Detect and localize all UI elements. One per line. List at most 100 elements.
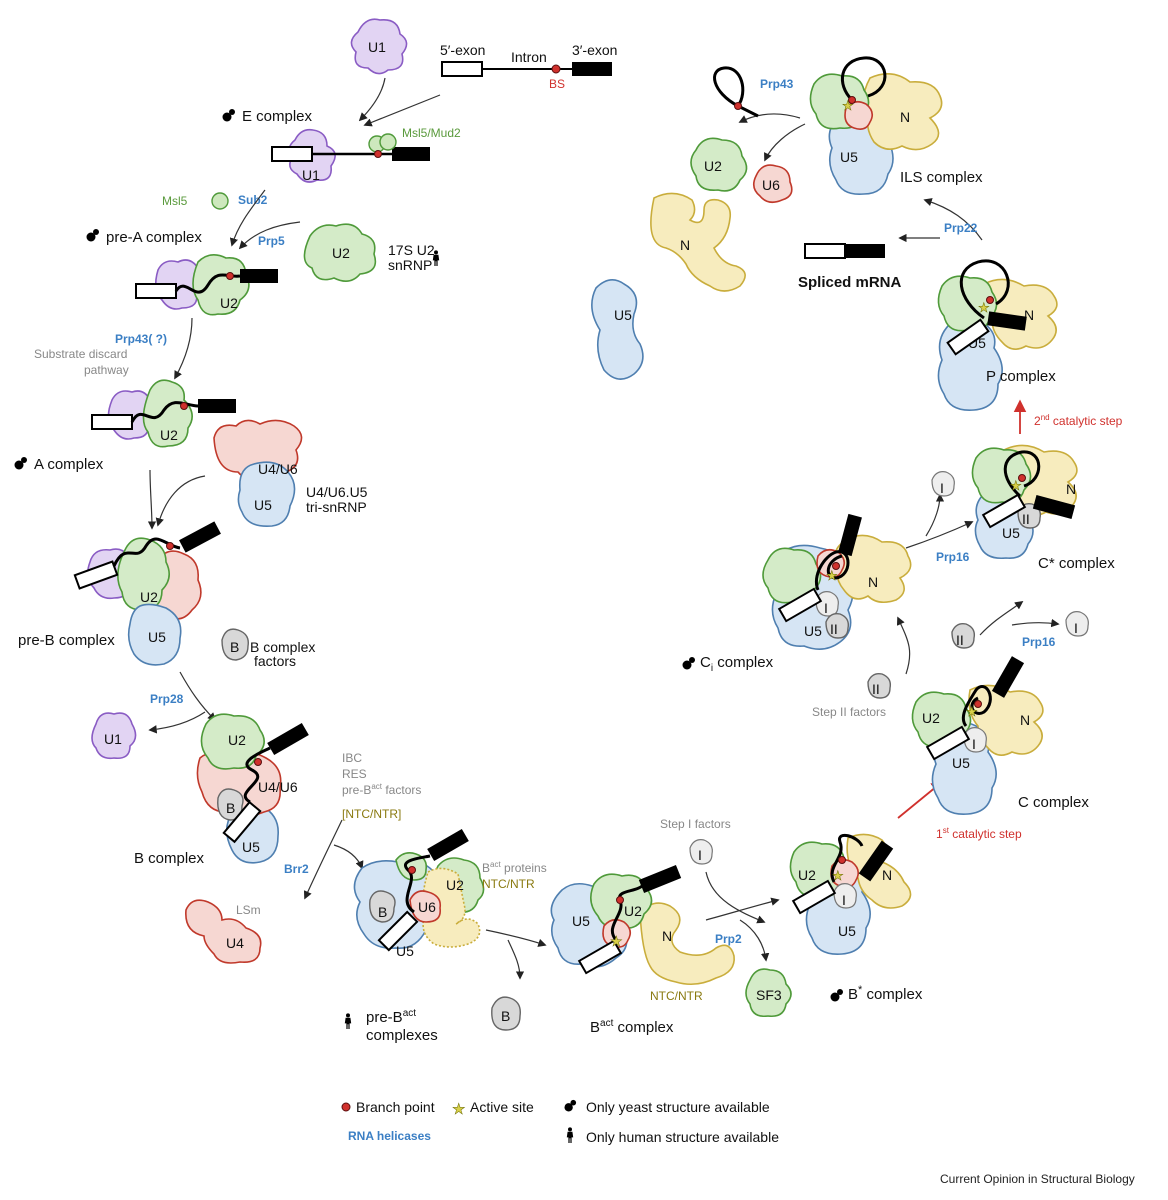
substrate-discard-label-1: Substrate discard (34, 347, 127, 361)
ntc-ntr-label: NTC/NTR (482, 877, 535, 891)
e-complex-label: E complex (242, 108, 313, 125)
step-ii-factors-label: Step II factors (812, 705, 886, 719)
branch-point-icon (1018, 474, 1026, 482)
ii-label: II (872, 681, 880, 697)
three-prime-exon-box (267, 722, 309, 756)
b-factor (369, 890, 396, 923)
u2-label: U2 (704, 158, 722, 174)
u5-label: U5 (254, 497, 272, 513)
u5-label: U5 (804, 623, 822, 639)
res-label: RES (342, 767, 367, 781)
legend-yeast: Only yeast structure available (586, 1099, 770, 1115)
tri-snrnp: U4/U6 U5 U4/U6.U5 tri-snRNP (213, 419, 368, 528)
bact-proteins-label: Bact proteins (482, 860, 547, 875)
five-prime-exon-box (73, 560, 119, 590)
c-complex-label: C complex (1018, 794, 1089, 811)
ibc-label: IBC (342, 751, 362, 765)
i-label: I (842, 892, 846, 908)
legend-rna-helicases: RNA helicases (348, 1129, 431, 1143)
u5-snrnp (127, 603, 182, 666)
human-icon (344, 1013, 352, 1029)
n-label: N (1020, 712, 1030, 728)
step-i-factor (689, 839, 713, 865)
step-i-factor (931, 471, 955, 497)
three-prime-exon-box (240, 269, 278, 283)
u5-label: U5 (148, 629, 166, 645)
three-prime-exon-box (1032, 495, 1076, 519)
pre-bact-complexes: B U2 U6 U5 (353, 828, 485, 959)
b-label: B (501, 1008, 510, 1024)
active-site-star-icon: ★ (978, 300, 990, 315)
five-prime-exon-box (91, 414, 133, 430)
b-factor (491, 996, 521, 1031)
pre-a-complex: pre-A complex U2 (86, 229, 278, 316)
second-catalytic-step-label: 2nd catalytic step (1034, 413, 1123, 428)
branch-point-icon (254, 758, 262, 766)
step-i-factor (963, 727, 987, 753)
u2-label: U2 (798, 867, 816, 883)
branch-point-icon (408, 866, 416, 874)
branch-point-icon (551, 64, 561, 74)
b-complex-factors-label-1: B complex (250, 639, 315, 655)
five-prime-exon-box (981, 493, 1027, 529)
u1-label: U1 (302, 167, 320, 183)
ii-label: II (956, 632, 964, 648)
tri-snrnp-label-2: tri-snRNP (306, 499, 367, 515)
u6-snrnp (409, 890, 442, 923)
p-complex: N U5 ★ (937, 259, 1058, 411)
yeast-icon (830, 989, 843, 1002)
step-i-factors-label: Step I factors (660, 817, 731, 831)
i-label: I (824, 600, 828, 616)
b-factor (217, 788, 244, 821)
e-complex: E complex U1 Msl5/Mud2 (222, 108, 461, 183)
prp2-helicase: Prp2 (715, 932, 742, 946)
ils-complex: N U5 ★ (809, 56, 943, 196)
u5-snrnp (591, 279, 644, 380)
branch-point-icon (838, 856, 846, 864)
sf3-label: SF3 (756, 987, 782, 1003)
five-prime-exon-label: 5′-exon (440, 42, 485, 58)
branch-point-icon (226, 272, 234, 280)
three-prime-exon-box (838, 513, 862, 557)
prp43-question-helicase: Prp43( ?) (115, 332, 167, 346)
n-label: N (868, 574, 878, 590)
bs-label: BS (549, 77, 565, 91)
prp43-helicase: Prp43 (760, 77, 794, 91)
legend: Branch point ★ Active site Only yeast st… (341, 1099, 779, 1145)
ntc-ntr (982, 278, 1058, 350)
u5-label: U5 (614, 307, 632, 323)
u2-label: U2 (160, 427, 178, 443)
three-prime-exon-box (991, 656, 1025, 698)
human-icon (566, 1127, 574, 1143)
legend-active-site: Active site (470, 1099, 534, 1115)
active-site-star-icon: ★ (826, 568, 838, 583)
b-star-complex: I U2 N U5 ★ (789, 833, 912, 955)
branch-point-icon (616, 896, 624, 904)
u1-label: U1 (368, 39, 386, 55)
branch-point-icon (848, 96, 856, 104)
branch-point-icon (166, 542, 174, 550)
ntc-ntr (639, 902, 735, 986)
yeast-icon (14, 457, 27, 470)
u1-snrnp (350, 18, 408, 75)
active-site-star-icon: ★ (966, 704, 978, 719)
ntc-ntr-bracket-label: [NTC/NTR] (342, 807, 401, 821)
u2-label: U2 (922, 710, 940, 726)
b-complex-factors-label-2: factors (254, 653, 296, 669)
n-label: N (1024, 307, 1034, 323)
bact-complex: U5 U2 N NTC/NTR ★ (550, 865, 735, 1003)
p-complex-label: P complex (986, 368, 1056, 385)
u2-snrnp-label-2: snRNP (388, 257, 432, 273)
three-prime-exon-box (198, 399, 236, 413)
i-label: I (972, 736, 976, 752)
three-prime-exon-box (179, 521, 221, 553)
u5-label: U5 (572, 913, 590, 929)
u4u6-label: U4/U6 (258, 461, 298, 477)
brr2-helicase: Brr2 (284, 862, 309, 876)
five-prime-exon-box (777, 587, 823, 623)
b-label: B (378, 904, 387, 920)
sf3 (745, 968, 792, 1018)
legend-human: Only human structure available (586, 1129, 779, 1145)
pre-a-complex-label: pre-A complex (106, 229, 202, 246)
u2-label: U2 (140, 589, 158, 605)
